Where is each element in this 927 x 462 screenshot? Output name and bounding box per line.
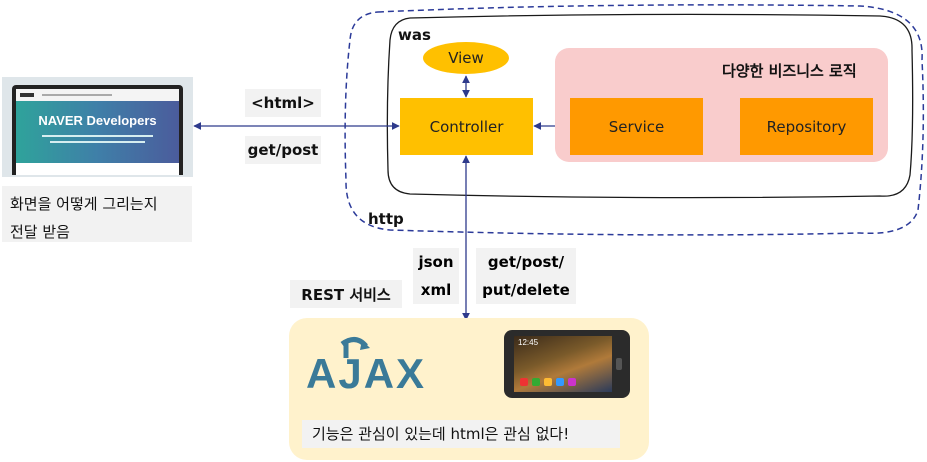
ajax-logo-text: AJAX bbox=[306, 350, 427, 397]
was-boundary bbox=[344, 4, 925, 236]
get-post-label: get/post bbox=[245, 136, 321, 164]
ajax-logo: AJAX bbox=[306, 334, 438, 396]
view-node: View bbox=[423, 42, 509, 74]
was-label: was bbox=[398, 26, 431, 44]
browser-caption-line1: 화면을 어떻게 그리는지 bbox=[10, 195, 158, 213]
ajax-caption: 기능은 관심이 있는데 html은 관심 없다! bbox=[302, 420, 620, 448]
browser-screenshot: NAVER Developers bbox=[2, 77, 193, 177]
http-label: http bbox=[368, 210, 404, 228]
json-label: json bbox=[418, 253, 454, 271]
html-label: <html> bbox=[245, 89, 321, 117]
controller-node: Controller bbox=[400, 98, 533, 155]
browser-caption-line2: 전달 받음 bbox=[10, 223, 70, 241]
json-xml-label: json xml bbox=[413, 248, 459, 304]
rest-methods-line1: get/post/ bbox=[487, 253, 565, 271]
repository-node: Repository bbox=[740, 98, 873, 155]
rest-methods-label: get/post/ put/delete bbox=[476, 248, 576, 304]
browser-caption: 화면을 어떻게 그리는지 전달 받음 bbox=[2, 186, 192, 242]
xml-label: xml bbox=[420, 281, 452, 299]
browser-brand-text: NAVER Developers bbox=[38, 113, 157, 128]
service-node: Service bbox=[570, 98, 703, 155]
ajax-logo-mark bbox=[340, 337, 370, 358]
phone-image: 12:45 bbox=[504, 330, 630, 398]
rest-service-label: REST 서비스 bbox=[290, 280, 402, 308]
business-logic-label: 다양한 비즈니스 로직 bbox=[722, 62, 857, 80]
rest-methods-line2: put/delete bbox=[482, 281, 570, 299]
